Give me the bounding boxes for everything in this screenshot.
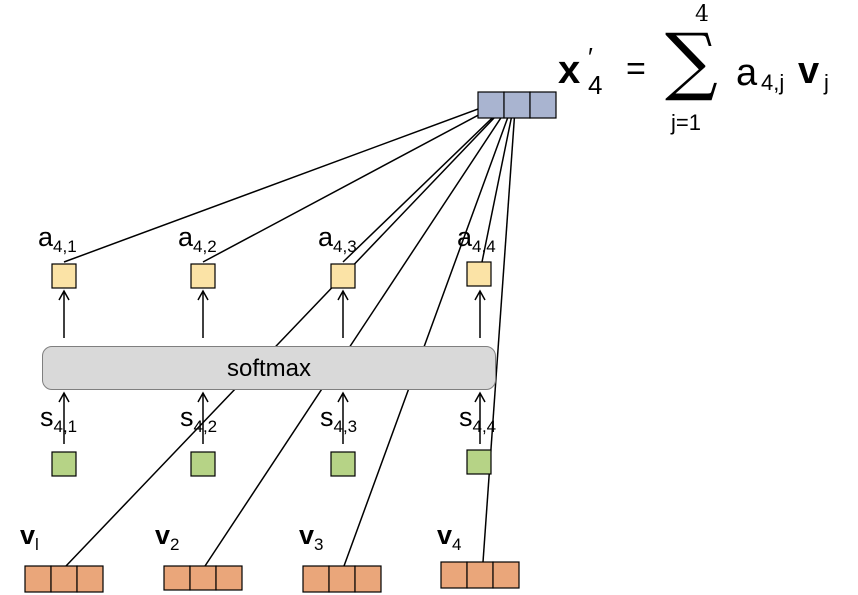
- score-cell-2: [190, 451, 216, 477]
- value-to-output-line-1: [65, 93, 518, 567]
- weight-to-output-line-3: [342, 93, 518, 263]
- value-label-2: v2: [155, 520, 180, 554]
- weight-to-output-line-1: [63, 92, 519, 263]
- value-vector-4: [440, 561, 520, 589]
- formula-lhs: x: [558, 48, 581, 92]
- value-to-output-line-2: [204, 92, 518, 567]
- score-cell-1: [51, 451, 77, 477]
- score-label-3: s4,3: [320, 402, 358, 436]
- attention-formula: x ′ 4 = 4 ∑ j=1 a 4,j v j: [558, 0, 848, 150]
- value-label-3: v3: [299, 520, 324, 554]
- weight-cell-1: [51, 263, 77, 289]
- value-vector-3: [302, 565, 382, 593]
- score-label-4: s4,4: [459, 402, 497, 436]
- weight-to-output-line-4: [481, 92, 521, 263]
- formula-lhs-prime: ′: [588, 42, 593, 72]
- score-cell-4: [466, 449, 492, 475]
- weight-cell-4: [466, 261, 492, 287]
- value-label-4: v4: [437, 520, 462, 554]
- formula-lower-limit: j=1: [671, 110, 701, 135]
- up-arrows: [58, 289, 486, 444]
- formula-lhs-sub: 4: [588, 70, 603, 100]
- weight-label-2: a4,2: [178, 222, 217, 256]
- formula-equals: =: [626, 50, 646, 88]
- value-vector-1: [24, 565, 104, 593]
- formula-upper-limit: 4: [695, 2, 709, 27]
- value-to-output-line-4: [482, 92, 522, 563]
- weight-label-1: a4,1: [38, 222, 77, 256]
- formula-term-v: v: [798, 50, 820, 92]
- cells: [24, 91, 557, 593]
- output-vector: [477, 91, 557, 119]
- score-label-2: s4,2: [180, 402, 218, 436]
- connection-lines: [63, 92, 522, 567]
- value-vector-2: [163, 565, 243, 591]
- formula-term-a: a: [736, 52, 758, 94]
- softmax-label: softmax: [226, 355, 312, 382]
- value-label-1: vl: [20, 520, 39, 554]
- formula-term-a-sub: 4,j: [761, 70, 785, 95]
- weight-cell-3: [330, 263, 356, 289]
- weight-to-output-line-2: [202, 93, 519, 263]
- value-to-output-line-3: [343, 92, 519, 567]
- formula-sigma: ∑: [665, 18, 718, 104]
- softmax-layer: [42, 346, 496, 390]
- weight-label-3: a4,3: [318, 222, 357, 256]
- score-cell-3: [330, 451, 356, 477]
- formula-term-v-sub: j: [824, 70, 829, 95]
- weight-cell-2: [190, 263, 216, 289]
- score-label-1: s4,1: [40, 402, 78, 436]
- weight-label-4: a4,4: [457, 222, 496, 256]
